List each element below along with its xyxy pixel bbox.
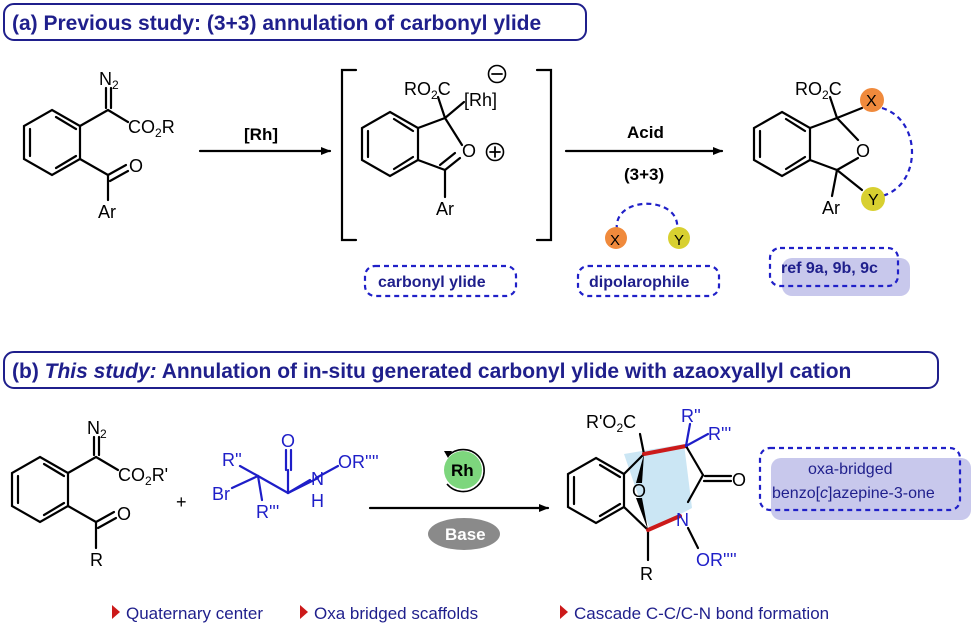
oxa-bridged-line1: oxa-bridged [808, 461, 893, 478]
base-reagent-badge [428, 518, 500, 550]
product-a: X Y RO2C O Ar [752, 79, 913, 218]
carbonyl-ylide-box [363, 264, 518, 298]
product-orpppp-label: OR'''' [696, 550, 737, 570]
plus-sign: + [176, 492, 187, 512]
product-rpp-label: R'' [681, 406, 701, 426]
n2-label: N [99, 69, 112, 89]
rh-reagent-label: [Rh] [244, 125, 278, 144]
ylide-o-label: O [462, 141, 476, 161]
bullet-icon [560, 605, 568, 619]
carbonyl-o-b-label: O [117, 504, 131, 524]
oxa-bridged-box-shadow [771, 458, 971, 520]
ylide-ar-label: Ar [436, 199, 454, 219]
svg-text:RO2C: RO2C [795, 79, 842, 102]
header-a-box [3, 3, 587, 41]
diazo-substrate-a: N2 CO2R O Ar [22, 69, 175, 222]
rh-ligand-label: [Rh] [464, 90, 497, 110]
refs-box [768, 246, 900, 288]
n-label: N [311, 469, 324, 489]
ar-label: Ar [98, 202, 116, 222]
lactam-o-label: O [732, 470, 746, 490]
bullet-icon [300, 605, 308, 619]
rh-catalyst-icon [444, 451, 482, 489]
svg-text:Y: Y [674, 232, 684, 249]
oxa-bridged-box [758, 446, 962, 512]
svg-text:N2: N2 [87, 418, 107, 441]
lactam-n-label: N [676, 510, 689, 530]
product-a-o-label: O [856, 141, 870, 161]
h-label: H [311, 491, 324, 511]
footer-item-quaternary: Quaternary center [126, 604, 263, 623]
bromo-hydroxamate: O R'' Br R''' N H OR'''' [212, 431, 379, 522]
svg-text:CO2R': CO2R' [118, 465, 168, 488]
refs-label: ref 9a, 9b, 9c [781, 260, 878, 277]
y-node-icon [668, 227, 690, 249]
orpppp-label: OR'''' [338, 452, 379, 472]
annulation-label: (3+3) [624, 165, 664, 184]
carbonyl-o-hydrox-label: O [281, 431, 295, 451]
product-x-node-icon [860, 88, 884, 112]
rh-catalyst-label: Rh [451, 461, 474, 480]
product-y-node-icon [861, 187, 885, 211]
header-b-box [3, 351, 939, 389]
r-label: R [90, 550, 103, 570]
refs-box-shadow [782, 258, 910, 296]
footer-item-cascade: Cascade C-C/C-N bond formation [574, 604, 829, 623]
product-r-label: R [640, 564, 653, 584]
svg-text:RO2C: RO2C [404, 79, 451, 102]
svg-text:Y: Y [868, 192, 879, 209]
footer-item-oxa: Oxa bridged scaffolds [314, 604, 478, 623]
svg-text:R'O2C: R'O2C [586, 412, 636, 435]
header-b-title: (b) This study: Annulation of in-situ ge… [12, 360, 851, 383]
cycle-arrow-icon [446, 448, 485, 493]
svg-text:X: X [610, 232, 620, 249]
x-node-icon [605, 227, 627, 249]
rpp-label: R'' [222, 450, 242, 470]
dipolarophile-structure: X Y [605, 202, 690, 249]
footer-list: Quaternary center Oxa bridged scaffolds … [112, 604, 829, 623]
diazo-substrate-b: N2 CO2R' O R [10, 418, 168, 570]
product-rppp-label: R''' [708, 424, 731, 444]
bridge-o-label: O [632, 481, 646, 501]
svg-text:X: X [866, 93, 877, 110]
product-a-ar-label: Ar [822, 198, 840, 218]
carbonyl-ylide-intermediate: RO2C [Rh] O Ar [340, 64, 553, 242]
rppp-label: R''' [256, 502, 279, 522]
dipolarophile-label: dipolarophile [589, 274, 690, 291]
br-label: Br [212, 484, 230, 504]
svg-text:N2: N2 [99, 69, 119, 92]
bullet-icon [112, 605, 120, 619]
oxa-bridged-line2: benzo[c]azepine-3-one [772, 485, 935, 502]
header-a-title: (a) Previous study: (3+3) annulation of … [12, 12, 541, 35]
carbonyl-o-label: O [129, 156, 143, 176]
base-reagent-label: Base [445, 525, 486, 544]
svg-text:CO2R: CO2R [128, 117, 175, 140]
product-b: O O N OR'''' R'' R''' R R'O2C [566, 406, 746, 584]
acid-reagent-label: Acid [627, 123, 664, 142]
carbonyl-ylide-label: carbonyl ylide [378, 274, 486, 291]
